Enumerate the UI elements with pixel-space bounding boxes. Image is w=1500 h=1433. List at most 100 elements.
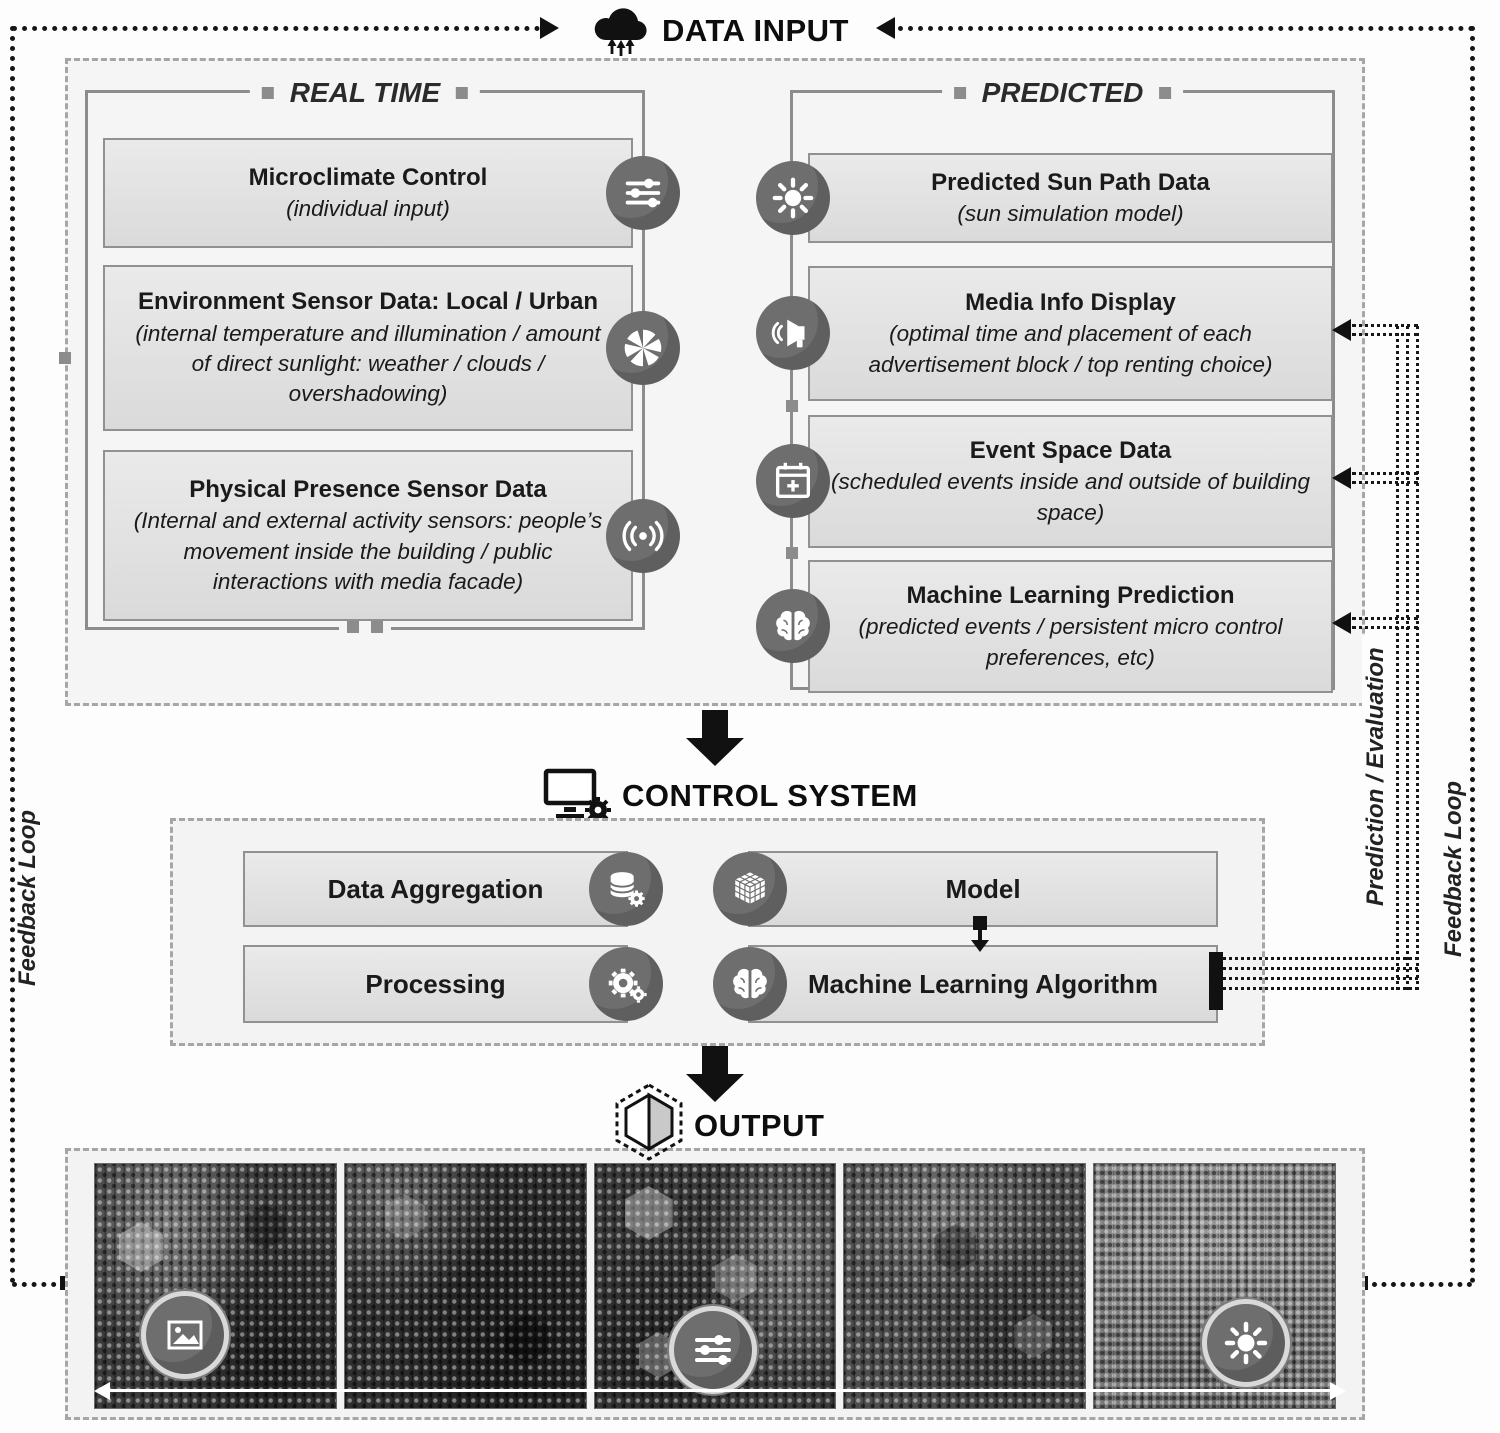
- facade-panel: [843, 1163, 1087, 1409]
- gears-icon: [589, 947, 663, 1021]
- border-cap-square: [347, 621, 359, 633]
- facade-panel: [343, 1163, 587, 1409]
- event-space-box: Event Space Data (scheduled events insid…: [808, 415, 1333, 548]
- ml-prediction-box: Machine Learning Prediction (predicted e…: [808, 560, 1333, 693]
- border-cap-square: [59, 352, 71, 364]
- real-time-label-wrap: REAL TIME: [249, 72, 481, 114]
- real-time-group: REAL TIME Microclimate Control (individu…: [85, 72, 680, 635]
- physical-presence-box: Physical Presence Sensor Data (Internal …: [103, 450, 633, 621]
- border-break: [339, 619, 391, 635]
- arrowhead-into-data-input-left: [540, 17, 559, 39]
- prediction-arrow-line: [1352, 626, 1418, 629]
- predicted-label-wrap: PREDICTED: [941, 72, 1184, 114]
- prediction-arrow-line: [1352, 481, 1418, 484]
- hexagon-icon: [612, 1082, 686, 1164]
- arrowhead-into-event-space: [1332, 467, 1351, 489]
- ml-output-connector: [1209, 952, 1223, 1010]
- database-gear-icon: [589, 852, 663, 926]
- box-subtitle: (sun simulation model): [957, 201, 1184, 226]
- feedback-loop-label-left: Feedback Loop: [14, 809, 41, 987]
- box-subtitle: (scheduled events inside and outside of …: [830, 469, 1311, 525]
- box-title: Media Info Display: [965, 288, 1176, 316]
- data-input-title: DATA INPUT: [662, 13, 849, 48]
- flow-arrow-control-to-output: [686, 1046, 744, 1102]
- box-subtitle: (predicted events / persistent micro con…: [858, 614, 1283, 670]
- box-title: Environment Sensor Data: Local / Urban: [137, 288, 599, 316]
- model-box: Model: [713, 851, 1218, 927]
- sliders-icon: [606, 156, 680, 230]
- box-subtitle: (internal temperature and illumination /…: [135, 320, 601, 407]
- sliders-icon: [669, 1306, 757, 1394]
- environment-sensor-box: Environment Sensor Data: Local / Urban (…: [103, 265, 633, 431]
- box-title: Machine Learning Prediction: [906, 581, 1235, 609]
- facade-panels: [94, 1163, 1336, 1409]
- border-cap-square: [786, 400, 798, 412]
- box-label: Model: [945, 873, 1021, 904]
- control-system-section: Data Aggregation Model: [170, 818, 1265, 1046]
- facade-panel: [593, 1163, 837, 1409]
- prediction-line-vertical: [1406, 326, 1409, 990]
- border-cap-square: [1159, 87, 1172, 99]
- feedback-loop-line-left: [10, 26, 15, 1284]
- prediction-line-vertical: [1416, 326, 1419, 990]
- box-subtitle: (individual input): [286, 196, 450, 221]
- data-aggregation-box: Data Aggregation: [243, 851, 663, 927]
- box-subtitle: (Internal and external activity sensors:…: [133, 508, 603, 594]
- border-cap-square: [953, 87, 966, 99]
- megaphone-icon: [756, 296, 830, 370]
- border-cap-square: [371, 621, 383, 633]
- prediction-line: [1223, 977, 1418, 980]
- panel-scroll-line: [108, 1389, 1332, 1392]
- feedback-line-top-left: [12, 26, 540, 31]
- flow-arrow-input-to-control: [686, 710, 744, 766]
- image-icon: [141, 1291, 229, 1379]
- arrowhead-into-data-input-right: [876, 17, 895, 39]
- prediction-line: [1223, 987, 1418, 990]
- box-title: Predicted Sun Path Data: [931, 168, 1210, 196]
- microclimate-control-box: Microclimate Control (individual input): [103, 138, 633, 248]
- border-cap-square: [456, 87, 469, 99]
- prediction-line-vertical: [1396, 326, 1399, 990]
- real-time-title: REAL TIME: [289, 77, 441, 108]
- brain-icon: [756, 589, 830, 663]
- prediction-arrow-line: [1352, 333, 1418, 336]
- model-to-ml-arrow: [978, 928, 982, 942]
- box-title: Event Space Data: [969, 436, 1172, 464]
- prediction-arrow-line: [1352, 472, 1418, 475]
- box-label: Processing: [365, 968, 506, 999]
- ml-algorithm-box: Machine Learning Algorithm: [713, 945, 1218, 1023]
- model-to-ml-arrowhead: [971, 940, 989, 952]
- sun-path-box: Predicted Sun Path Data (sun simulation …: [808, 153, 1333, 243]
- panel-scroll-arrow-right: [1330, 1382, 1346, 1400]
- control-system-title: CONTROL SYSTEM: [622, 778, 918, 813]
- feedback-loop-label-right: Feedback Loop: [1440, 780, 1467, 958]
- presence-sensor-icon: [606, 499, 680, 573]
- prediction-arrow-line: [1352, 617, 1418, 620]
- feedback-line-top-right: [898, 26, 1474, 31]
- prediction-evaluation-label: Prediction / Evaluation: [1362, 636, 1390, 918]
- sun-icon: [1202, 1299, 1290, 1387]
- calendar-icon: [756, 444, 830, 518]
- prediction-arrow-line: [1352, 324, 1418, 327]
- arrowhead-into-ml-prediction: [1332, 612, 1351, 634]
- output-title: OUTPUT: [694, 1108, 825, 1143]
- feedback-line-bottom-right: [1372, 1282, 1472, 1287]
- box-subtitle: (optimal time and placement of each adve…: [868, 321, 1273, 377]
- box-label: Data Aggregation: [327, 873, 544, 904]
- panel-scroll-arrow-left: [94, 1382, 110, 1400]
- cloud-upload-icon: [588, 0, 654, 58]
- box-title: Microclimate Control: [248, 163, 488, 191]
- facade-panel: [94, 1163, 337, 1409]
- prediction-line: [1223, 957, 1418, 960]
- media-info-box: Media Info Display (optimal time and pla…: [808, 266, 1333, 401]
- border-cap-square: [786, 547, 798, 559]
- aperture-icon: [606, 311, 680, 385]
- brain-icon: [713, 947, 787, 1021]
- box-title: Physical Presence Sensor Data: [189, 475, 547, 503]
- box-label: Machine Learning Algorithm: [807, 968, 1159, 999]
- arrowhead-into-media-info: [1332, 319, 1351, 341]
- predicted-group: PREDICTED Predicted Sun Path Data (sun s…: [756, 72, 1335, 695]
- output-section: [65, 1148, 1365, 1420]
- prediction-line: [1223, 967, 1418, 970]
- cube-icon: [713, 852, 787, 926]
